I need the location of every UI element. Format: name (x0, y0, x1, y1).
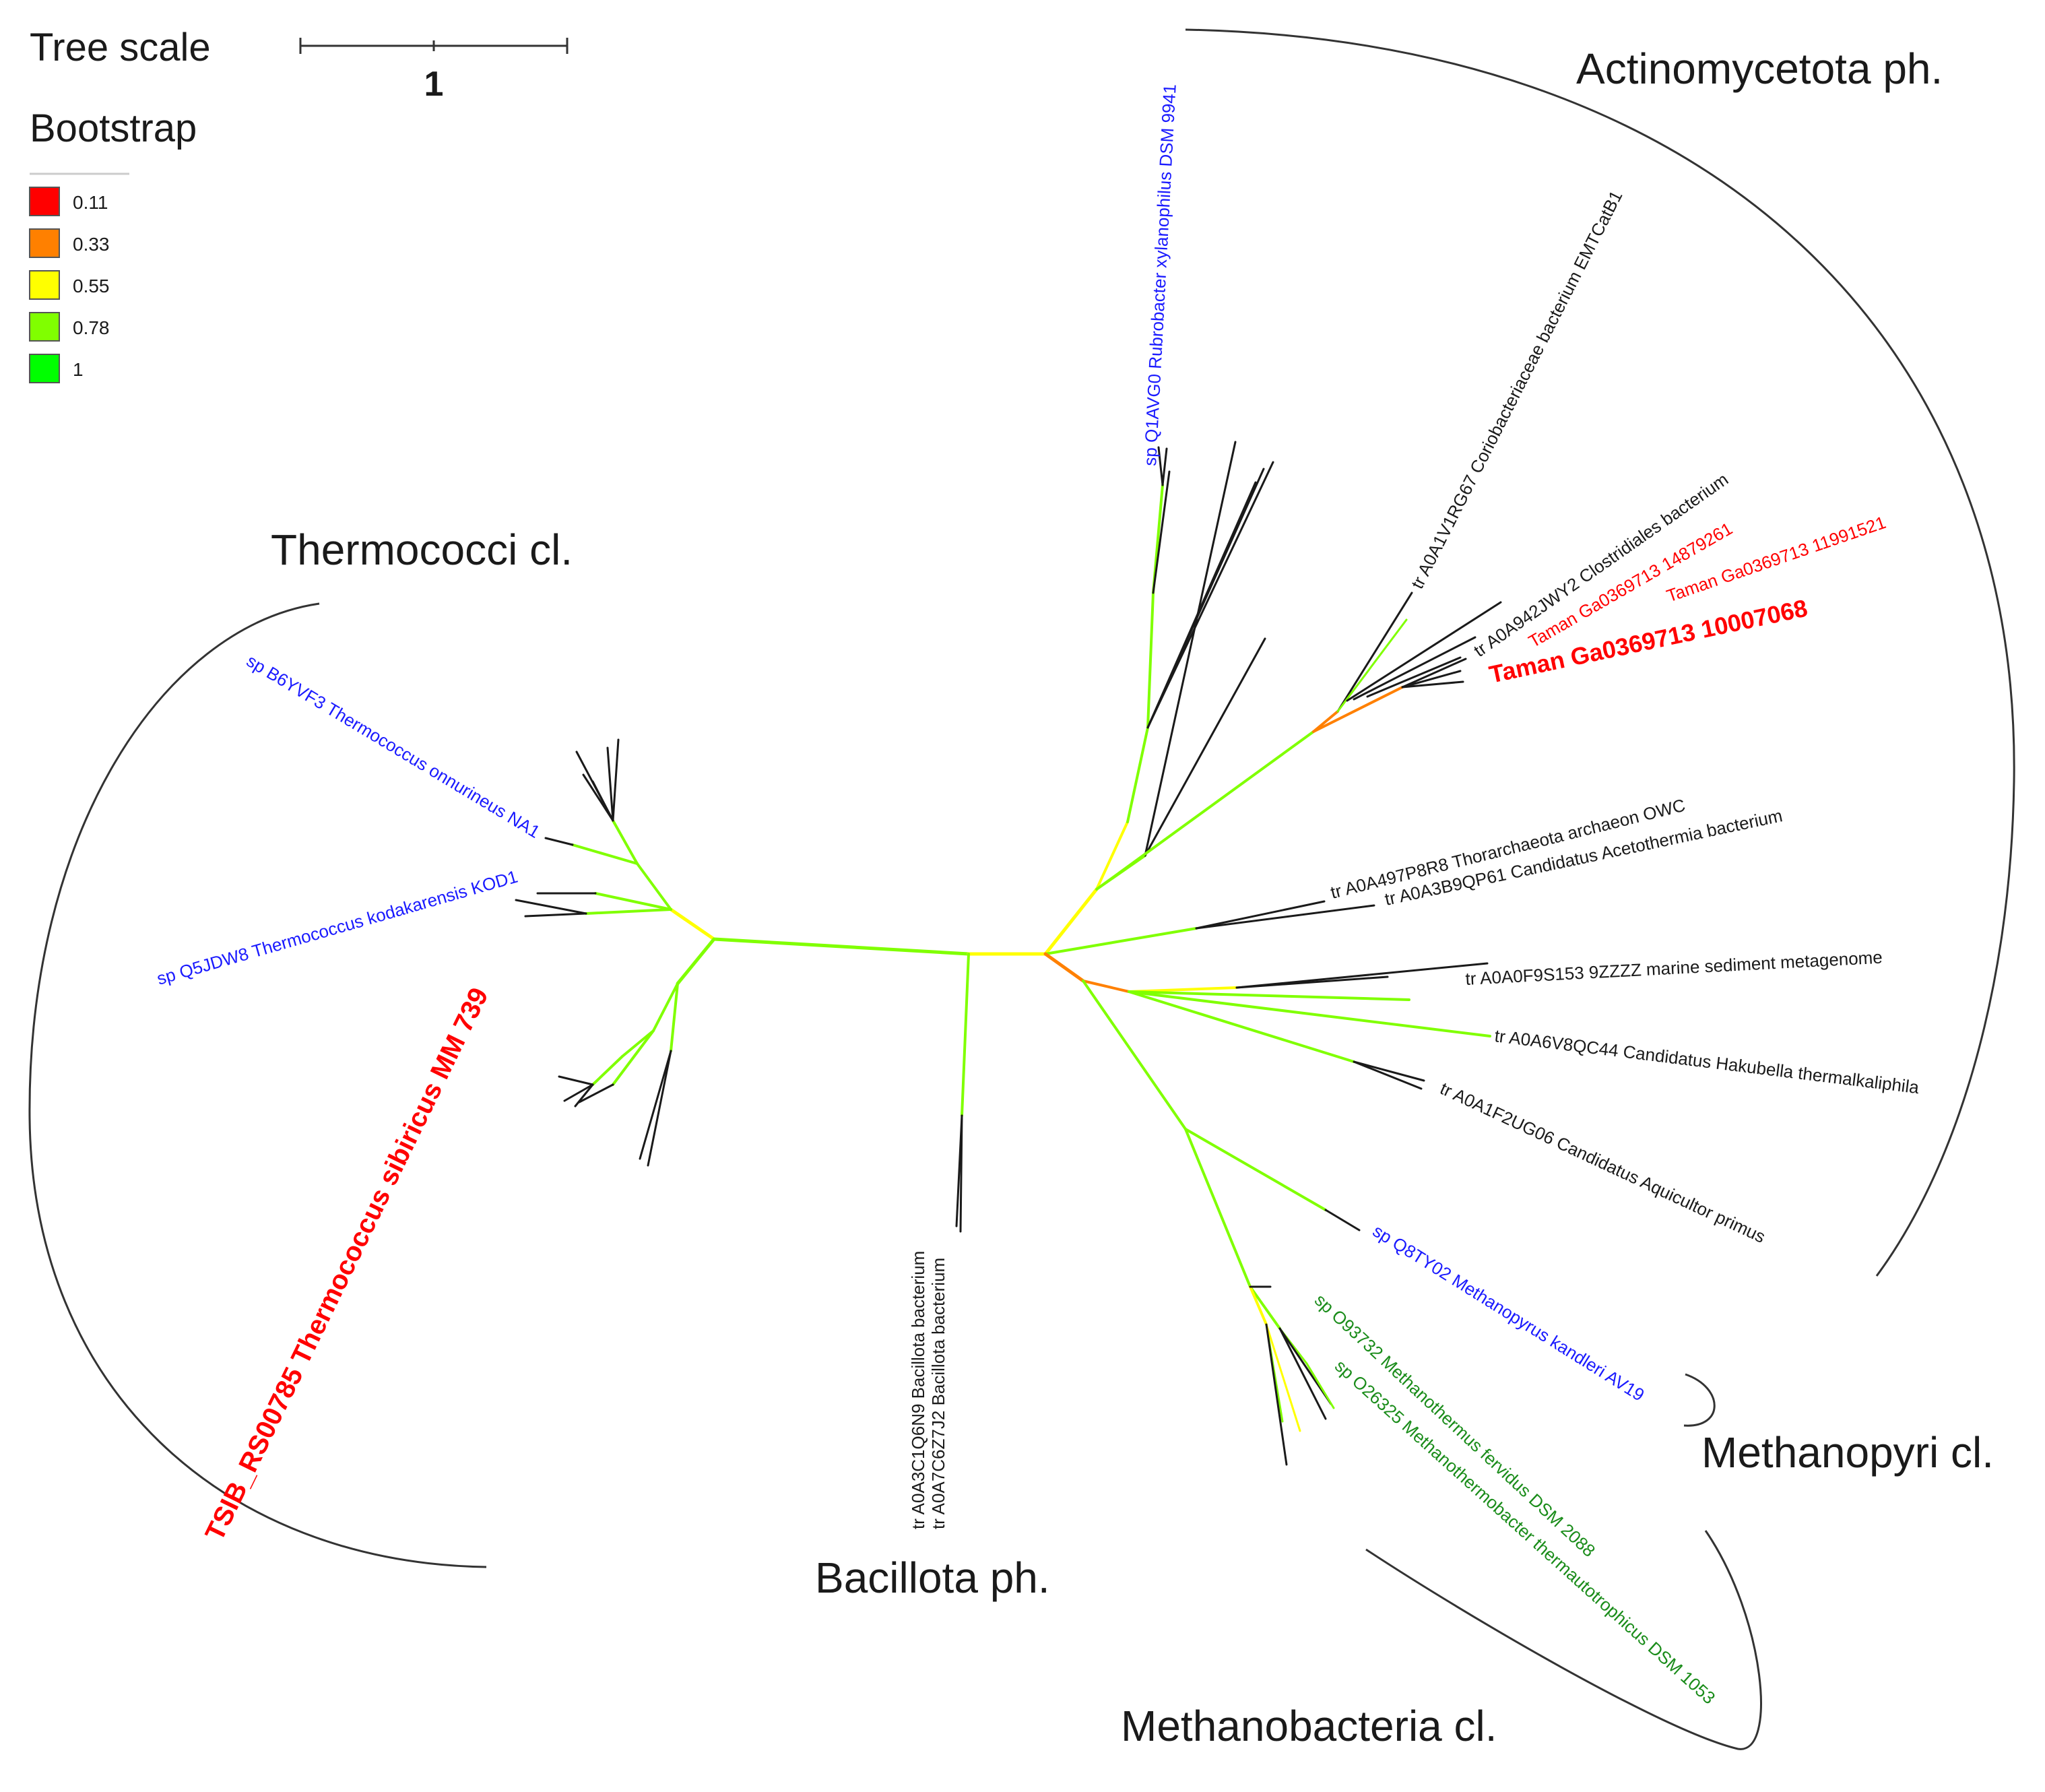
leaf-label-a0a1f2ug06: tr A0A1F2UG06 Candidatus Aquicultor prim… (1437, 1078, 1768, 1247)
scale-bar (299, 38, 569, 54)
bootstrap-value-2: 0.55 (73, 276, 110, 296)
bootstrap-swatches: 0.11 0.33 0.55 0.78 1 (29, 187, 110, 383)
actinomycetota-arc (1185, 28, 2015, 1277)
bootstrap-swatch-1 (29, 228, 60, 258)
branch-bacillota (961, 953, 970, 1117)
leaf-label-a0a3c1q6n9: tr A0A3C1Q6N9 Bacillota bacterium (908, 1251, 928, 1529)
methanopyri-arc (1683, 1373, 1716, 1427)
clade-labels: Thermococci cl. Actinomycetota ph. Bacil… (271, 44, 1994, 1750)
bootstrap-value-4: 1 (73, 359, 84, 380)
clade-label-methanobacteria: Methanobacteria cl. (1121, 1702, 1497, 1750)
bootstrap-value-1: 0.33 (73, 234, 110, 255)
leaf-labels: sp B6YVF3 Thermococcus onnurineus NA1 sp… (154, 84, 1920, 1708)
legend: Tree scale 1 Bootstrap 0.11 0.33 0.55 0.… (29, 26, 569, 383)
leaf-label-taman-11991521: Taman Ga0369713 11991521 (1664, 512, 1888, 606)
leaf-label-q5jdw8: sp Q5JDW8 Thermococcus kodakarensis KOD1 (154, 866, 520, 989)
thermococci-arc (28, 602, 487, 1568)
branch-thermo-upper (669, 907, 716, 941)
clade-label-methanopyri: Methanopyri cl. (1701, 1428, 1994, 1477)
leaf-label-q1avg0: sp Q1AVG0 Rubrobacter xylanophilus DSM 9… (1140, 84, 1180, 466)
tree-scale-label: Tree scale (30, 26, 211, 69)
bootstrap-value-3: 0.78 (73, 317, 110, 338)
leaf-label-b6yvf3: sp B6YVF3 Thermococcus onnurineus NA1 (243, 650, 544, 841)
leaf-label-a0a6v8qc44: tr A0A6V8QC44 Candidatus Hakubella therm… (1493, 1025, 1920, 1097)
scale-bar-value: 1 (424, 65, 444, 104)
leaf-label-tsib: TSIB_RS00785 Thermococcus sibiricus MM 7… (200, 983, 494, 1545)
leaf-label-a0a7c6z7j2: tr A0A7C6Z7J2 Bacillota bacterium (928, 1258, 948, 1529)
tree-branches (515, 441, 1502, 1466)
leaf-label-o26325: sp O26325 Methanothermobacter thermautot… (1331, 1355, 1719, 1708)
branch-actino-stem (1043, 887, 1099, 956)
bootstrap-swatch-3 (29, 312, 60, 342)
bootstrap-label: Bootstrap (30, 106, 197, 150)
bootstrap-value-0: 0.11 (73, 192, 108, 213)
methanobacteria-arc (1365, 1530, 1762, 1750)
clade-label-thermococci: Thermococci cl. (271, 525, 573, 574)
branch-backbone-left (712, 937, 971, 956)
clade-label-actinomycetota: Actinomycetota ph. (1576, 44, 1943, 93)
leaf-label-a0a0f9s153: tr A0A0F9S153 9ZZZZ marine sediment meta… (1465, 947, 1883, 989)
clade-arcs (28, 28, 2015, 1750)
leaf-label-a0a1v1rg67: tr A0A1V1RG67 Coriobacteriaceae bacteriu… (1407, 187, 1627, 592)
branch-thermo-lower (676, 937, 716, 986)
bootstrap-swatch-0 (29, 187, 60, 216)
bootstrap-swatch-4 (29, 354, 60, 383)
clade-label-bacillota: Bacillota ph. (815, 1554, 1050, 1602)
bootstrap-swatch-2 (29, 270, 60, 300)
